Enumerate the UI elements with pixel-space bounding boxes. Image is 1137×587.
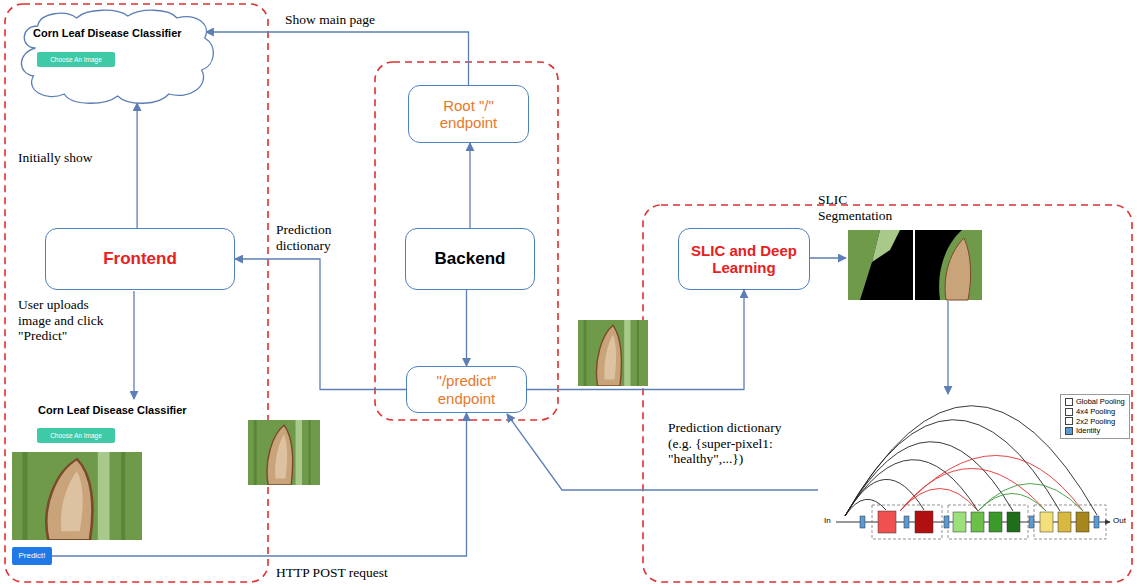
box-label: Backend bbox=[435, 249, 506, 269]
layer-block bbox=[971, 512, 984, 532]
connector-arrow bbox=[136, 103, 137, 228]
layer-block bbox=[1040, 512, 1053, 532]
layer-block bbox=[1058, 512, 1071, 532]
box-label: "/predict" endpoint bbox=[413, 372, 520, 407]
edge-label: Initially show bbox=[18, 150, 118, 166]
ui-button: Predict! bbox=[12, 547, 52, 565]
endpoint-box: "/predict" endpoint bbox=[406, 366, 527, 413]
legend-swatch bbox=[1065, 408, 1073, 416]
cloud-shape bbox=[21, 10, 213, 103]
segment-leaf bbox=[939, 230, 982, 300]
connector-arrow bbox=[466, 290, 467, 366]
segment-lesion bbox=[945, 238, 971, 300]
skip-arc bbox=[978, 494, 1046, 512]
layer-block bbox=[878, 511, 896, 533]
connector-arrow bbox=[469, 143, 470, 228]
legend-text: Global Pooling bbox=[1076, 397, 1125, 407]
box-label: Frontend bbox=[103, 249, 177, 269]
connector-arrow bbox=[206, 32, 469, 85]
layer-block bbox=[1007, 512, 1020, 532]
identity-block bbox=[904, 516, 909, 528]
endpoint-box: Root "/" endpoint bbox=[408, 85, 529, 143]
legend-entry: 4x4 Pooling bbox=[1065, 407, 1125, 417]
legend-swatch bbox=[1065, 417, 1073, 425]
connector-arrow bbox=[527, 290, 744, 390]
connector-arrow bbox=[235, 259, 406, 390]
flow-arrow bbox=[809, 257, 846, 258]
legend-box: Global Pooling4x4 Pooling2x2 PoolingIden… bbox=[1060, 394, 1130, 439]
segment-leaf bbox=[872, 230, 900, 262]
leaf-thumbnail bbox=[248, 420, 320, 485]
segment-background bbox=[848, 230, 913, 300]
skip-arc bbox=[845, 442, 1013, 516]
edge-label: Show main page bbox=[285, 12, 375, 28]
skip-arc bbox=[900, 489, 978, 512]
flow-arrow bbox=[947, 301, 948, 394]
skip-arc bbox=[978, 484, 1083, 512]
network-port-label: In bbox=[824, 516, 831, 525]
ui-button: Choose An Image bbox=[37, 428, 115, 443]
box-label: SLIC and Deep Learning bbox=[685, 242, 803, 277]
step-note: Prediction dictionary (e.g. {super-pixel… bbox=[668, 420, 790, 467]
identity-block bbox=[944, 516, 949, 528]
process-box: SLIC and Deep Learning bbox=[678, 228, 810, 290]
process-box: Frontend bbox=[45, 228, 235, 290]
legend-swatch bbox=[1065, 398, 1073, 406]
segment-leaf bbox=[848, 230, 880, 300]
network-port-label: Out bbox=[1113, 516, 1126, 525]
legend-text: Identity bbox=[1076, 426, 1100, 436]
group-region bbox=[375, 62, 558, 420]
legend-swatch bbox=[1065, 427, 1073, 435]
legend-entry: Global Pooling bbox=[1065, 397, 1125, 407]
window-title: Corn Leaf Disease Classifier bbox=[33, 27, 182, 40]
ui-button: Choose An Image bbox=[37, 52, 115, 67]
group-region bbox=[643, 205, 1132, 582]
button-label: Choose An Image bbox=[50, 56, 102, 63]
step-note: SLIC Segmentation bbox=[818, 192, 900, 223]
identity-block bbox=[1029, 516, 1034, 528]
identity-block bbox=[860, 516, 865, 528]
layer-block bbox=[989, 512, 1002, 532]
process-box: Backend bbox=[405, 228, 535, 290]
dense-block-frame bbox=[872, 505, 942, 539]
segment-background bbox=[915, 230, 982, 300]
step-note: User uploads image and click "Predict" bbox=[18, 297, 110, 344]
skip-arc bbox=[845, 499, 886, 516]
legend-text: 4x4 Pooling bbox=[1076, 407, 1115, 417]
edge-label: HTTP POST request bbox=[276, 565, 388, 581]
window-title: Corn Leaf Disease Classifier bbox=[38, 404, 187, 417]
flow-arrow bbox=[507, 414, 818, 490]
button-label: Choose An Image bbox=[50, 432, 102, 439]
app-window-cloud: Corn Leaf Disease ClassifierChoose An Im… bbox=[15, 8, 215, 106]
flow-arrow bbox=[133, 291, 134, 399]
leaf-thumbnail bbox=[578, 320, 648, 386]
legend-entry: 2x2 Pooling bbox=[1065, 417, 1125, 427]
legend-text: 2x2 Pooling bbox=[1076, 417, 1115, 427]
group-region bbox=[5, 4, 268, 582]
layer-block bbox=[953, 512, 966, 532]
dense-block-frame bbox=[948, 505, 1028, 539]
skip-arc bbox=[900, 456, 1083, 512]
layer-block bbox=[915, 511, 933, 533]
skip-arc bbox=[845, 460, 978, 516]
box-label: Root "/" endpoint bbox=[415, 97, 522, 132]
segmentation-images bbox=[848, 230, 982, 300]
legend-entry: Identity bbox=[1065, 426, 1125, 436]
layer-block bbox=[1076, 512, 1089, 532]
button-label: Predict! bbox=[18, 551, 45, 560]
edge-label: Prediction dictionary bbox=[276, 222, 346, 253]
identity-block bbox=[1094, 516, 1099, 528]
leaf-photo bbox=[12, 452, 142, 540]
